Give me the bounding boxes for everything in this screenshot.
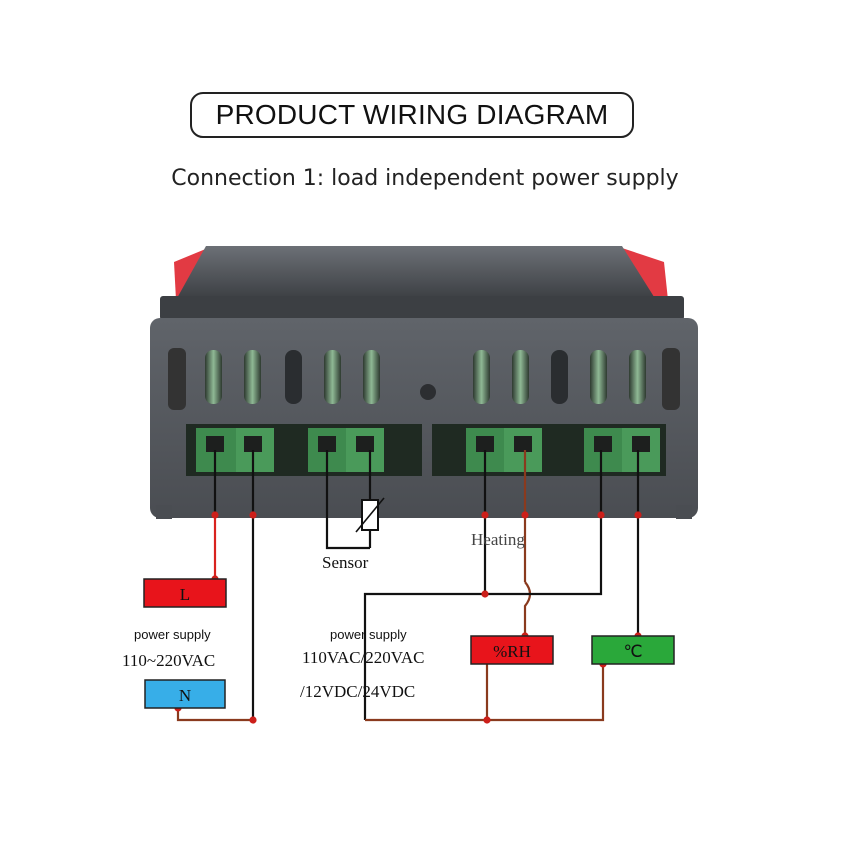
vent-slots xyxy=(168,348,680,410)
housing-lid xyxy=(176,246,656,300)
right-supply-voltage-2: /12VDC/24VDC xyxy=(300,682,415,701)
L-label: L xyxy=(180,585,190,604)
left-supply-caption: power supply xyxy=(134,627,211,642)
wires xyxy=(176,450,640,722)
left-supply-voltage: 110~220VAC xyxy=(122,651,215,670)
right-supply-voltage-1: 110VAC/220VAC xyxy=(302,648,425,667)
controller-housing xyxy=(150,246,698,519)
L-terminal-label: L xyxy=(143,578,227,608)
heating-label: Heating xyxy=(471,530,525,549)
wire-temp-common xyxy=(487,450,603,596)
wire-heating-common xyxy=(363,450,487,720)
celsius-label: ℃ xyxy=(623,642,642,661)
diagram-title: PRODUCT WIRING DIAGRAM xyxy=(190,92,634,138)
wire-N-return xyxy=(176,708,253,722)
rh-load-box: %RH xyxy=(470,635,554,665)
wire-load-return xyxy=(365,664,605,722)
housing-body xyxy=(150,318,698,518)
sensor-thermistor xyxy=(355,497,385,533)
sensor-label: Sensor xyxy=(322,553,369,572)
wire-heating-jump xyxy=(523,581,532,636)
diagram-subtitle: Connection 1: load independent power sup… xyxy=(171,166,679,191)
N-label: N xyxy=(179,686,191,705)
right-supply-caption: power supply xyxy=(330,627,407,642)
N-terminal-label: N xyxy=(144,679,226,709)
rh-label: %RH xyxy=(493,642,531,661)
housing-ridge xyxy=(160,296,684,320)
wire-sensor-left xyxy=(325,450,370,550)
terminal-block xyxy=(186,424,666,476)
celsius-load-box: ℃ xyxy=(591,635,675,665)
